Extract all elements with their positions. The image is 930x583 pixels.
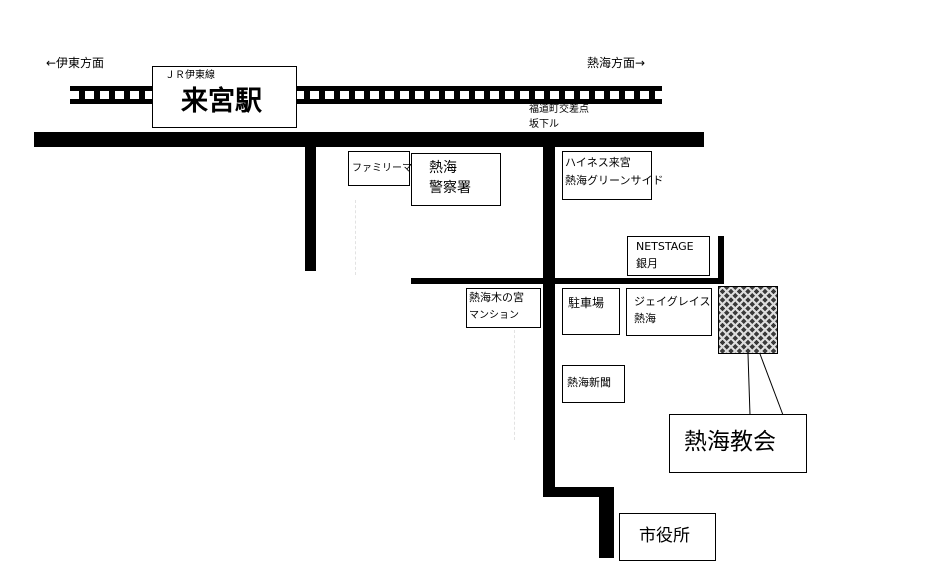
parking-box[interactable]: 駐車場 [562, 288, 620, 335]
haines-line1: ハイネス来宮 [565, 156, 631, 169]
netstage-box[interactable]: NETSTAGE 銀月 [627, 236, 710, 276]
city-hall-box[interactable]: 市役所 [619, 513, 716, 561]
haines-line2: 熱海グリーンサイド [565, 174, 664, 187]
police-line2: 警察署 [429, 180, 471, 196]
family-mart-label: ファミリーマート [352, 163, 432, 174]
parking-label: 駐車場 [568, 296, 605, 310]
street-bend [543, 487, 614, 497]
city-hall-label: 市役所 [639, 526, 690, 546]
side-road-left [305, 145, 316, 271]
family-mart-box[interactable]: ファミリーマート [348, 151, 432, 186]
station-box[interactable]: ＪＲ伊東線 来宮駅 [152, 66, 297, 128]
church-building[interactable] [718, 286, 778, 354]
church-label-box[interactable]: 熱海教会 [669, 414, 807, 473]
kinomiya-mansion-box[interactable]: 熱海木の宮 マンション [466, 288, 541, 328]
jgrace-box[interactable]: ジェイグレイス 熱海 [626, 288, 712, 336]
jgrace-line2: 熱海 [634, 312, 656, 325]
direction-left-label: ←伊東方面 [46, 56, 105, 70]
netstage-line1: NETSTAGE [636, 240, 694, 253]
police-station-box[interactable]: 熱海 警察署 [411, 153, 501, 206]
netstage-line2: 銀月 [636, 257, 658, 270]
cross-street [411, 278, 724, 284]
station-line-label: ＪＲ伊東線 [165, 70, 215, 81]
haines-box[interactable]: ハイネス来宮 熱海グリーンサイド [562, 151, 663, 200]
intersection-label-1: 福道町交差点 [529, 104, 589, 115]
station-name: 来宮駅 [181, 86, 262, 117]
police-line1: 熱海 [429, 160, 457, 176]
newspaper-box[interactable]: 熱海新聞 [562, 365, 625, 403]
main-road [34, 132, 704, 147]
street-to-city-hall [599, 487, 614, 558]
cross-street-end [718, 236, 724, 284]
church-label: 熱海教会 [684, 429, 776, 455]
kinomiya-line2: マンション [469, 310, 519, 321]
main-street-vertical [543, 145, 555, 497]
intersection-label-2: 坂下ル [529, 119, 559, 130]
jgrace-line1: ジェイグレイス [634, 295, 711, 308]
newspaper-label: 熱海新聞 [567, 376, 611, 389]
kinomiya-line1: 熱海木の宮 [469, 291, 524, 304]
direction-right-label: 熱海方面→ [587, 56, 646, 70]
